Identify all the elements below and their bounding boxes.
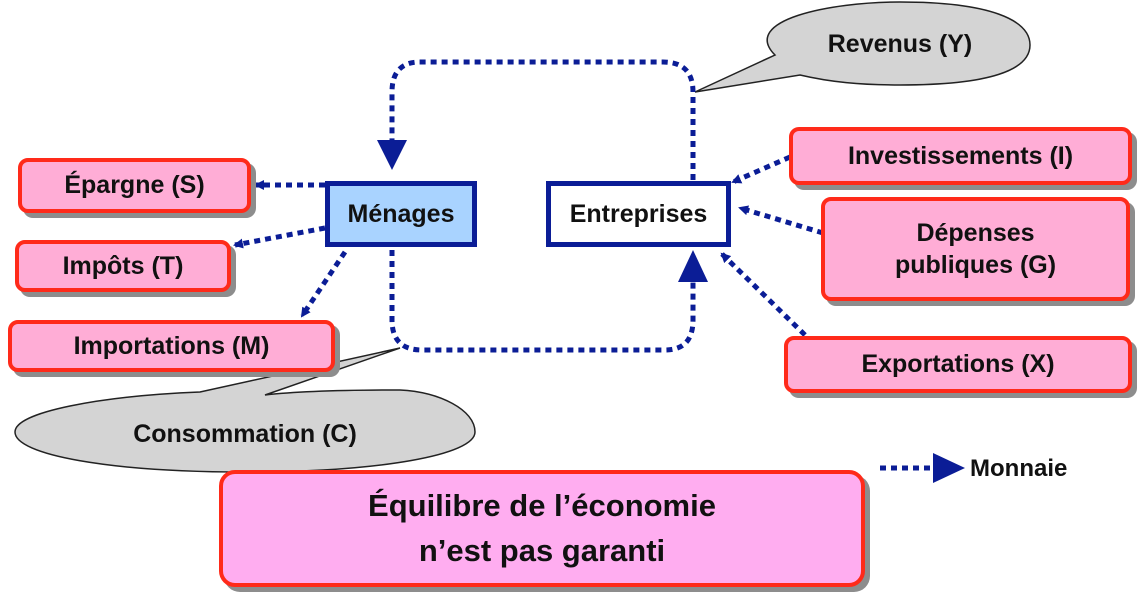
- epargne-label: Épargne (S): [64, 171, 205, 200]
- entreprises-box: Entreprises: [546, 181, 731, 247]
- importations-box: Importations (M): [8, 320, 335, 372]
- investissements-label: Investissements (I): [847, 141, 1074, 170]
- importations-label: Importations (M): [73, 331, 270, 360]
- importations-arrow: [299, 250, 348, 318]
- legend-label: Monnaie: [970, 455, 1068, 482]
- consommation-flow: [389, 250, 696, 353]
- conclusion-box: Équilibre de l’économie n’est pas garant…: [219, 470, 865, 587]
- conclusion-line1: Équilibre de l’économie: [368, 487, 716, 523]
- revenus-bubble: [694, 1, 1031, 93]
- consommation-bubble: [14, 347, 476, 473]
- revenus-label: Revenus (Y): [827, 30, 973, 58]
- investissements-arrow: [731, 154, 792, 185]
- entreprises-label: Entreprises: [569, 199, 708, 228]
- depenses-label-line2: publiques (G): [894, 251, 1057, 279]
- exportations-arrow: [720, 252, 807, 337]
- exportations-box: Exportations (X): [784, 336, 1132, 393]
- depenses-box: Dépenses publiques (G): [821, 197, 1130, 301]
- revenus-arrowhead: [377, 140, 407, 170]
- epargne-box: Épargne (S): [18, 158, 251, 213]
- menages-box: Ménages: [325, 181, 477, 247]
- revenus-flow: [389, 59, 696, 180]
- impots-label: Impôts (T): [62, 251, 184, 280]
- legend-arrowhead: [933, 453, 965, 483]
- investissements-box: Investissements (I): [789, 127, 1132, 185]
- impots-box: Impôts (T): [15, 240, 231, 292]
- conclusion-line2: n’est pas garanti: [418, 532, 666, 568]
- consommation-label: Consommation (C): [133, 420, 357, 448]
- menages-label: Ménages: [347, 199, 455, 228]
- impots-arrow: [233, 225, 326, 249]
- consommation-arrowhead: [678, 250, 708, 282]
- depenses-arrow: [738, 205, 824, 236]
- exportations-label: Exportations (X): [861, 350, 1055, 379]
- depenses-label-line1: Dépenses: [916, 218, 1035, 247]
